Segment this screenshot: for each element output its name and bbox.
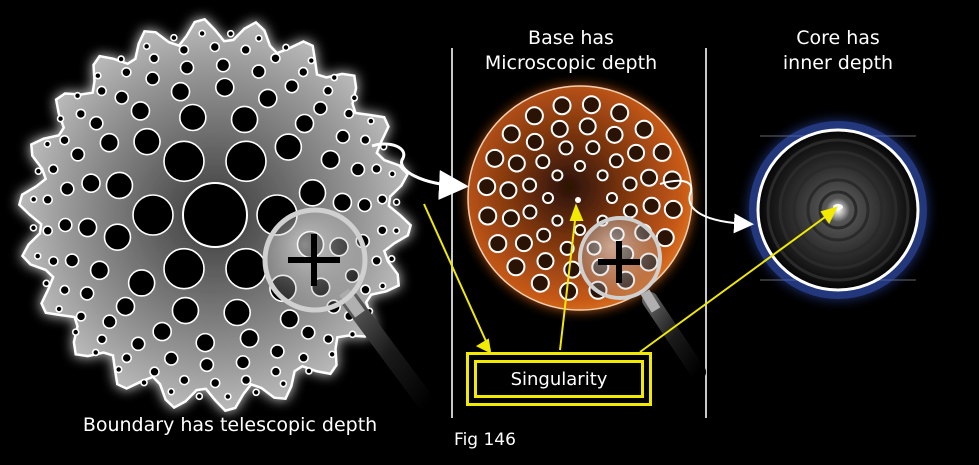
base-disc (468, 86, 692, 310)
base-label-line1: Base has (456, 26, 686, 51)
core-label-line2: inner depth (738, 51, 938, 76)
boundary-blob (19, 19, 410, 410)
boundary-label: Boundary has telescopic depth (40, 413, 420, 438)
core-label-line1: Core has (738, 26, 938, 51)
figure-caption: Fig 146 (440, 428, 530, 453)
core-label: Core has inner depth (738, 26, 938, 76)
singularity-inner-box: Singularity (474, 360, 644, 398)
singularity-box: Singularity (466, 352, 652, 406)
base-label: Base has Microscopic depth (456, 26, 686, 76)
singularity-label: Singularity (511, 369, 608, 390)
base-label-line2: Microscopic depth (456, 51, 686, 76)
core-disc (754, 126, 922, 294)
